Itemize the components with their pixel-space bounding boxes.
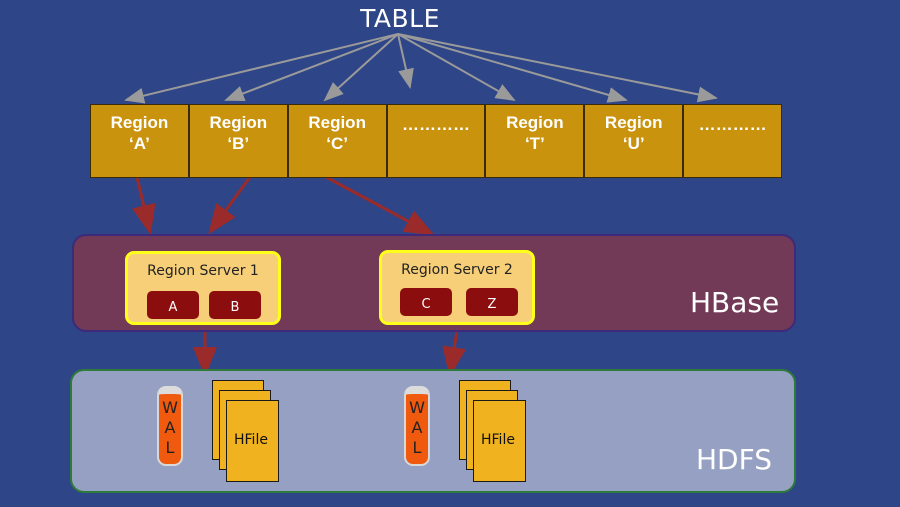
region-cell-a: Region ‘A’ xyxy=(90,104,189,178)
wal-letter: L xyxy=(412,438,422,457)
region-cell-id: ‘U’ xyxy=(622,134,645,153)
wal-cylinder-2: W A L xyxy=(404,386,430,466)
region-cell-ellipsis-1: ………… xyxy=(386,104,486,178)
table-regions-row: Region ‘A’ Region ‘B’ Region ‘C’ ………… Re… xyxy=(90,104,783,178)
hdfs-label: HDFS xyxy=(696,443,773,476)
table-arrow-u xyxy=(397,33,628,103)
table-arrow-c xyxy=(323,33,399,102)
region-server-title: Region Server 1 xyxy=(147,263,259,279)
region-chip-b: B xyxy=(209,291,261,319)
region-cell-b: Region ‘B’ xyxy=(188,104,288,178)
hfile-stack-1: HFile xyxy=(212,380,282,484)
table-arrow-t xyxy=(397,33,516,101)
server2-to-hdfs-arrow xyxy=(442,323,467,377)
wal-letter: L xyxy=(165,438,175,457)
table-arrow-a xyxy=(124,33,399,104)
region-cell-id: ‘C’ xyxy=(326,134,349,153)
wal-letter: W xyxy=(162,398,178,417)
table-arrow-dots1 xyxy=(397,33,414,89)
region-chip-a: A xyxy=(147,291,199,319)
region-cell-label: Region xyxy=(209,113,268,132)
region-cell-label: Region xyxy=(604,113,663,132)
region-cell-t: Region ‘T’ xyxy=(485,104,585,178)
hfile-label: HFile xyxy=(234,432,268,448)
hfile-page xyxy=(473,400,526,482)
region-cell-label: Region xyxy=(110,113,169,132)
hfile-stack-2: HFile xyxy=(459,380,529,484)
hfile-page xyxy=(226,400,279,482)
region-server-1: Region Server 1 A B xyxy=(125,251,281,325)
hfile-label: HFile xyxy=(481,432,515,448)
region-cell-c: Region ‘C’ xyxy=(287,104,387,178)
region-cell-id: ‘T’ xyxy=(524,134,545,153)
wal-letter: A xyxy=(164,418,176,437)
hbase-label: HBase xyxy=(690,286,780,319)
table-arrow-b xyxy=(224,33,399,102)
region-a-to-server1-arrow xyxy=(132,172,156,235)
region-cell-id: ‘B’ xyxy=(227,134,250,153)
region-cell-ellipsis-2: ………… xyxy=(683,104,783,178)
region-server-title: Region Server 2 xyxy=(401,262,513,278)
region-server-2: Region Server 2 C Z xyxy=(379,250,535,325)
wal-cylinder-1: W A L xyxy=(157,386,183,466)
region-cell-u: Region ‘U’ xyxy=(584,104,684,178)
region-chip-z: Z xyxy=(466,288,518,316)
region-cell-label: Region xyxy=(506,113,564,132)
region-chip-c: C xyxy=(400,288,452,316)
table-title: TABLE xyxy=(360,4,440,33)
region-c-to-server2-arrow xyxy=(325,175,435,236)
wal-letter: A xyxy=(411,418,423,437)
region-b-to-server1-arrow xyxy=(208,176,252,235)
region-cell-id: ‘A’ xyxy=(129,134,150,153)
wal-letter: W xyxy=(409,398,425,417)
hdfs-layer xyxy=(70,369,796,493)
region-cell-ellipsis: ………… xyxy=(698,115,767,134)
table-arrow-dots2 xyxy=(397,33,718,103)
region-cell-ellipsis: ………… xyxy=(402,115,470,134)
region-cell-label: Region xyxy=(308,113,366,132)
